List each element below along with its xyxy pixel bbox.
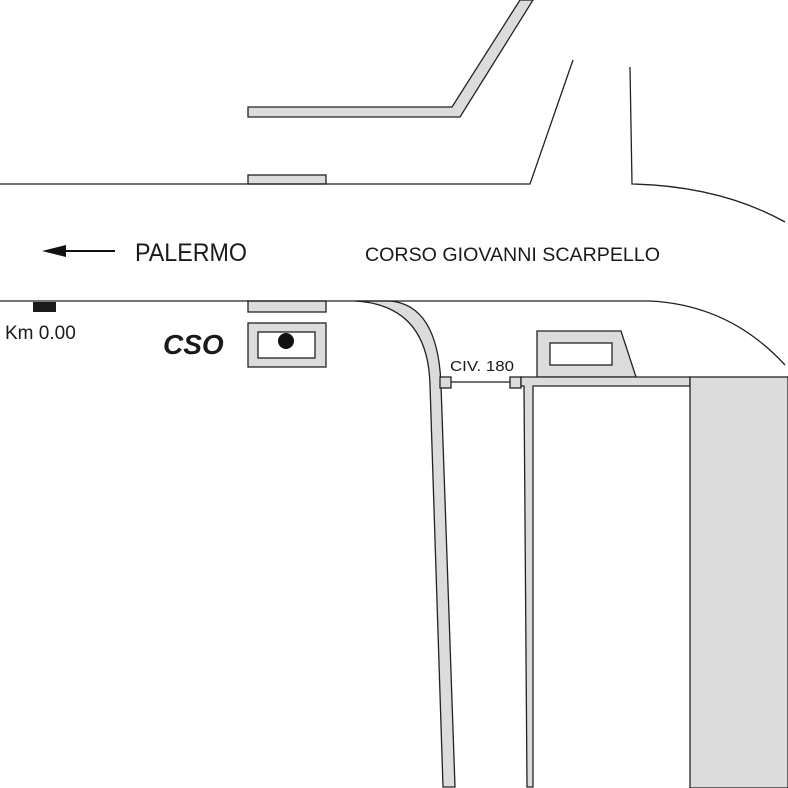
arrow-left-icon — [42, 245, 115, 257]
lower-curb-rect — [247, 300, 327, 313]
station-label: CSO — [163, 329, 224, 360]
road-edge-north — [0, 59, 574, 185]
km-marker-label: Km 0.00 — [5, 323, 76, 344]
road-edge-south — [0, 300, 786, 366]
building-window — [549, 342, 613, 366]
upper-curb-rect — [247, 174, 327, 185]
street-name-label: CORSO GIOVANNI SCARPELLO — [365, 245, 660, 266]
km-marker-icon — [33, 302, 56, 312]
property-wall — [520, 376, 691, 788]
gate-post-left — [439, 376, 452, 389]
station-dot-icon — [278, 333, 294, 349]
gate-post-right — [509, 376, 522, 389]
direction-label: PALERMO — [135, 239, 247, 267]
house-number-label: CIV. 180 — [450, 358, 514, 375]
curved-side-street-strip — [354, 300, 456, 788]
road-edge-northeast — [629, 66, 786, 223]
large-building-block — [689, 376, 788, 788]
upper-sidewalk-strip — [247, 0, 534, 118]
